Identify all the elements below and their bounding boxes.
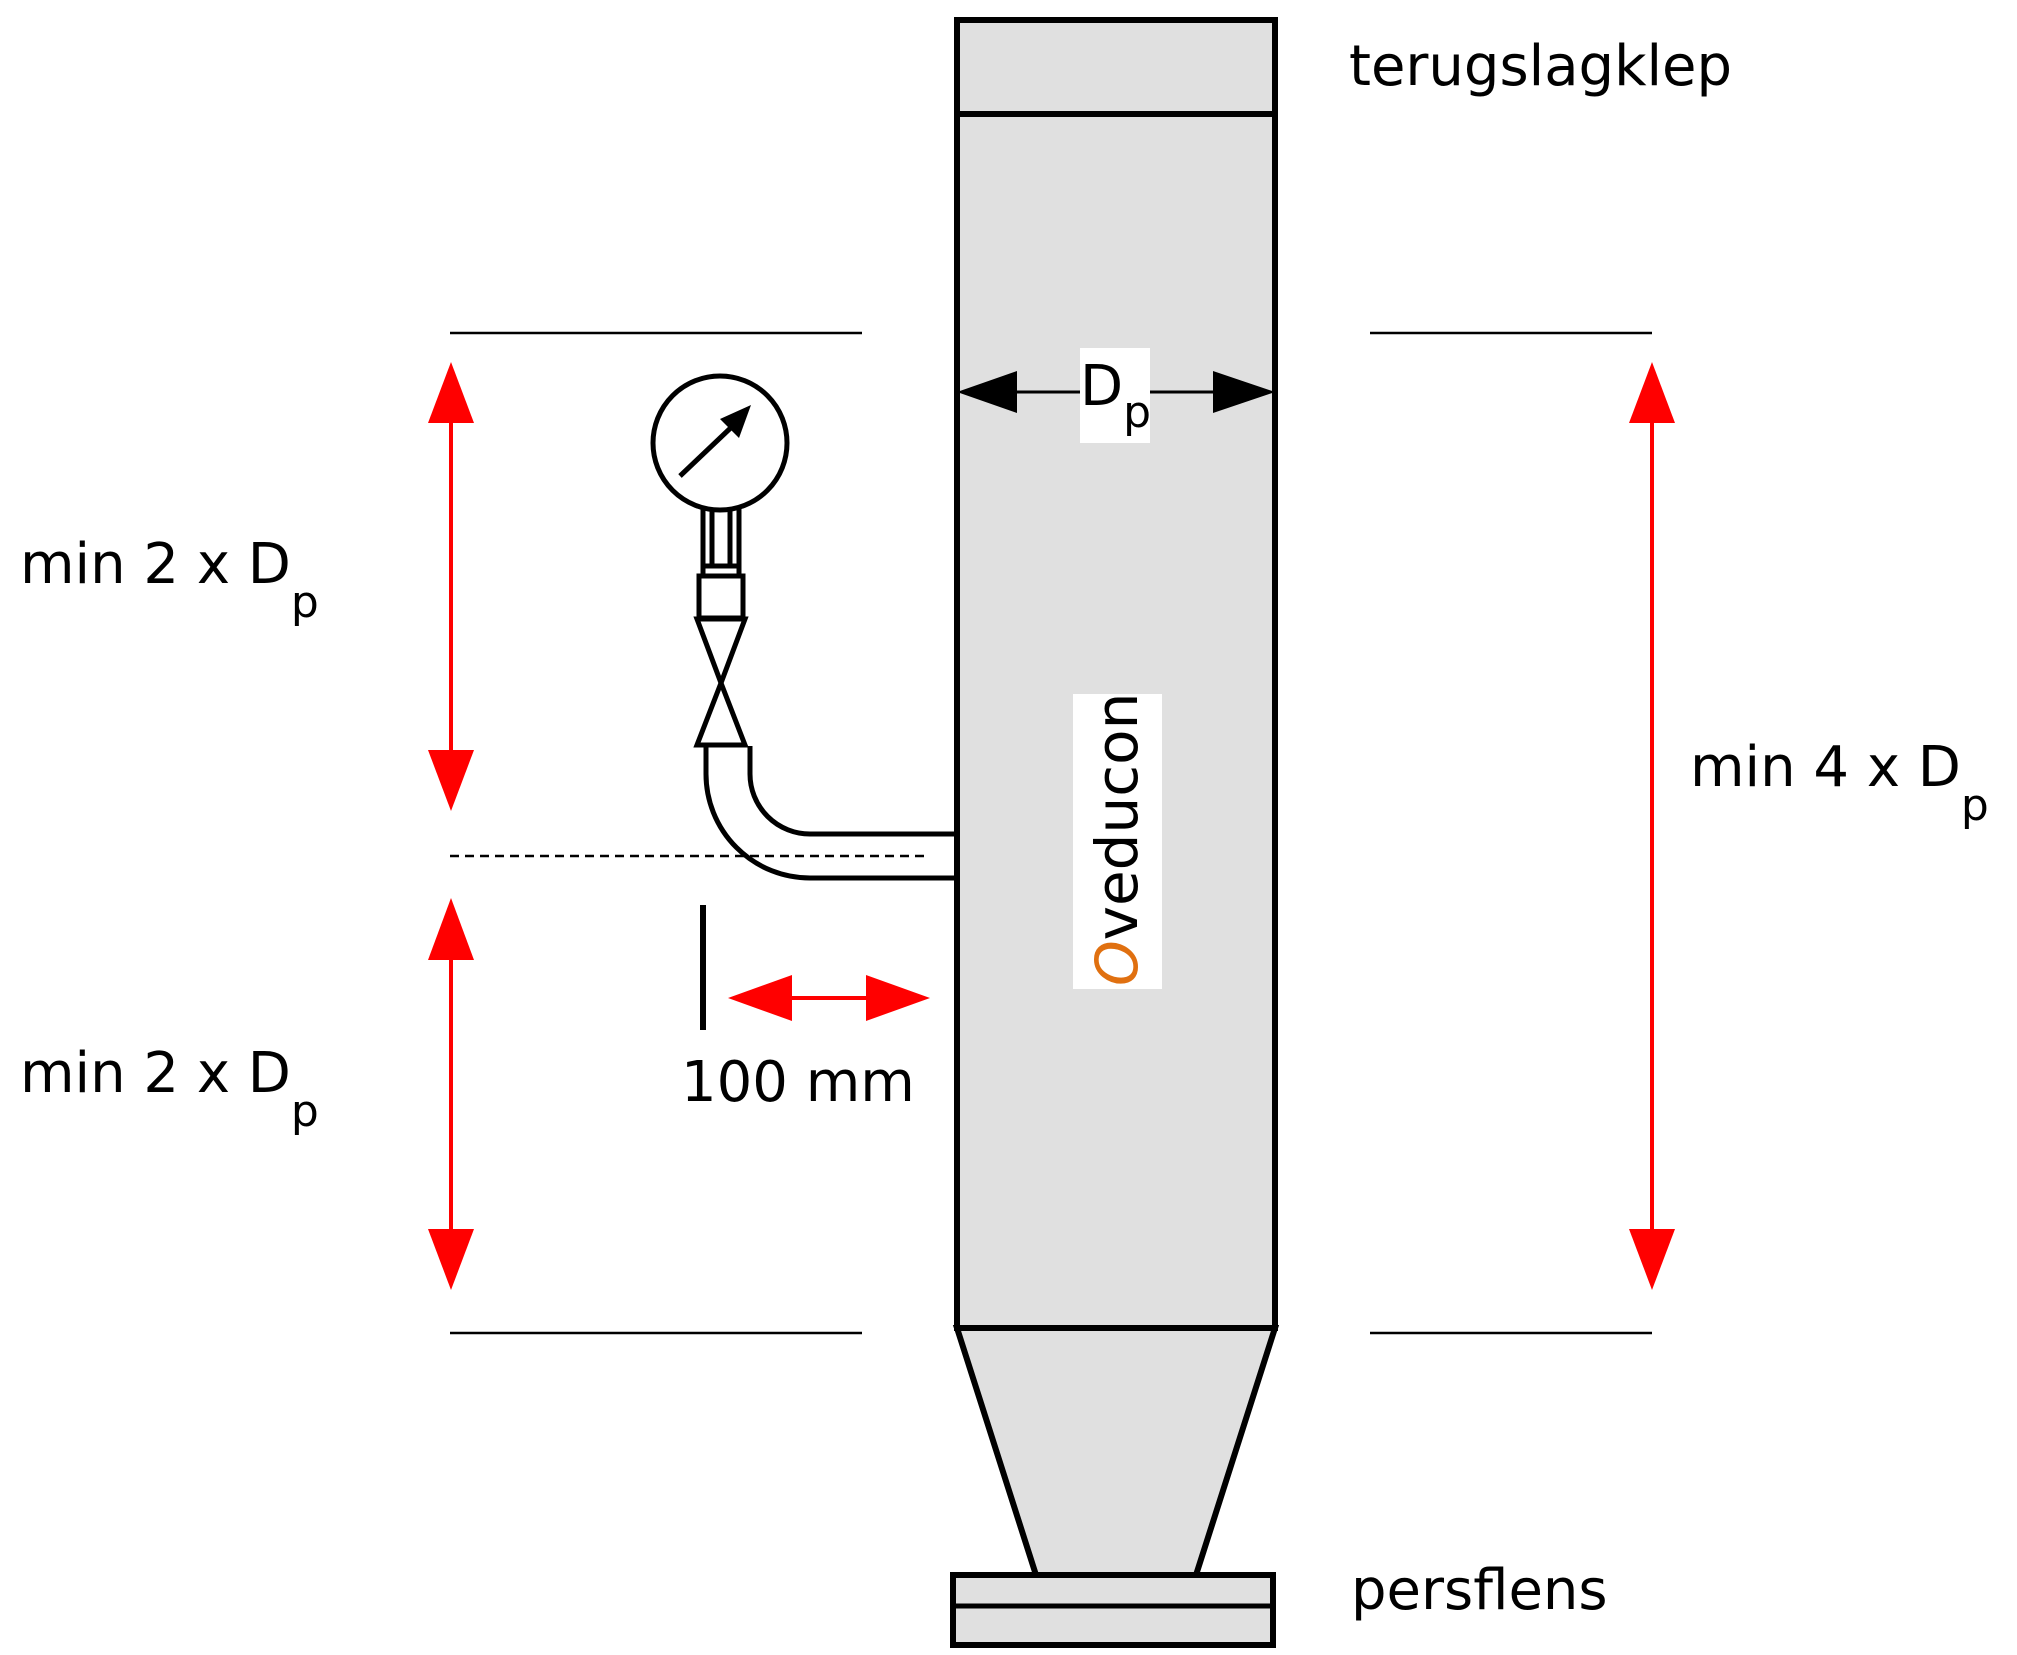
logo-wordmark: veducon — [1083, 693, 1151, 941]
check-valve-section — [954, 17, 1278, 117]
label-min-2-dp-lower: min 2 x Dp — [20, 1041, 319, 1137]
label-min-4-dp: min 4 x Dp — [1690, 735, 1989, 831]
pressure-flange — [950, 1572, 1276, 1648]
gauge-needle-head — [720, 405, 751, 438]
gauge-needle — [678, 418, 741, 478]
dimension-arrows — [428, 362, 1675, 1290]
gauge-connector — [696, 502, 746, 621]
pressure-gauge — [650, 373, 790, 513]
shutoff-valve — [693, 616, 749, 748]
reference-lines — [450, 331, 1652, 1335]
svg-text:Oveducon: Oveducon — [1083, 693, 1151, 986]
diameter-label: Dp — [1080, 354, 1151, 438]
pipe-reducer — [952, 1325, 1280, 1578]
tap-tube-inner — [747, 746, 957, 837]
oveducon-logo: Oveducon — [1073, 693, 1162, 989]
pipe-assembly — [950, 17, 1280, 1648]
label-check-valve: terugslagklep — [1349, 34, 1732, 99]
label-pressure-flange: persflens — [1351, 1558, 1608, 1623]
logo-initial: O — [1083, 940, 1151, 986]
diameter-dimension: Dp — [957, 348, 1275, 443]
tap-tube-outer — [703, 746, 957, 881]
label-100-mm: 100 mm — [681, 1050, 915, 1115]
label-min-2-dp-upper: min 2 x Dp — [20, 532, 319, 628]
pressure-tap — [703, 746, 957, 881]
